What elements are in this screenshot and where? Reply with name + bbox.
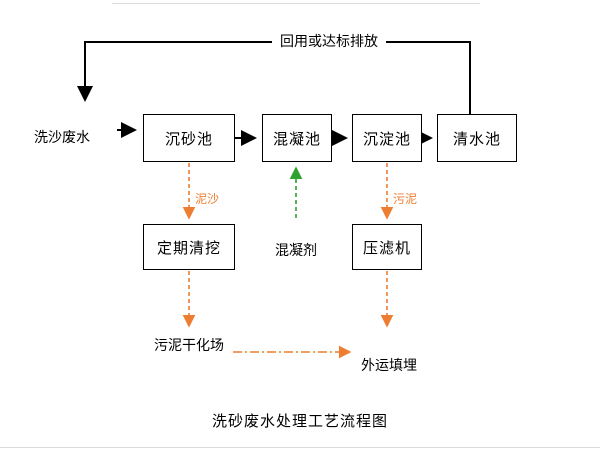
output-offsite-landfill: 外运填埋 (361, 358, 417, 374)
node-coagulation-tank: 混凝池 (262, 114, 332, 162)
input-label: 洗沙废水 (34, 130, 90, 146)
node-filter-press: 压滤机 (352, 224, 422, 270)
feedback-connector (77, 41, 471, 114)
coagulant-label: 混凝剂 (275, 243, 317, 259)
page-bottom-rule (0, 447, 600, 448)
feedback-label: 回用或达标排放 (272, 34, 386, 50)
node-clear-water-tank: 清水池 (437, 114, 517, 162)
node-sedimentation-tank: 沉淀池 (352, 114, 422, 162)
edge-label-sludge: 污泥 (393, 192, 418, 206)
diagram-title: 洗砂废水处理工艺流程图 (211, 412, 388, 430)
page-top-rule (112, 3, 480, 4)
node-periodic-dredging: 定期清挖 (143, 224, 235, 270)
output-sludge-drying-field: 污泥干化场 (154, 338, 224, 354)
node-grit-chamber: 沉砂池 (143, 114, 235, 162)
edge-label-sediment: 泥沙 (195, 192, 220, 206)
